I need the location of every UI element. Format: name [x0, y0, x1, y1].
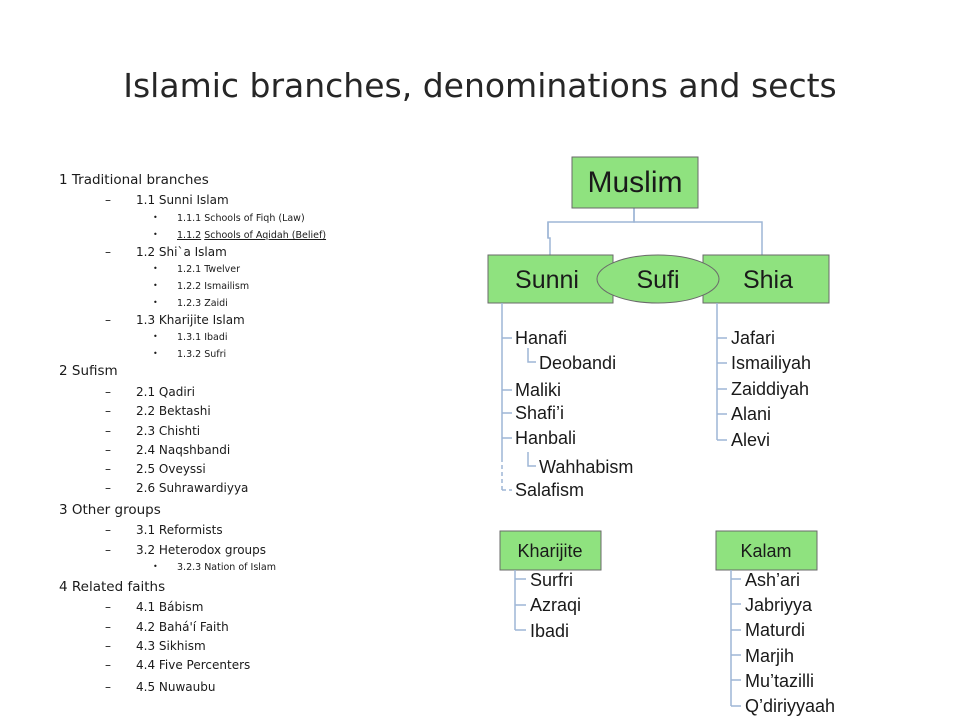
outline-subitem-label: 1.2.3 Zaidi — [177, 298, 228, 309]
root-connectors — [547, 208, 763, 255]
kalam-items: Ash’ari Jabriyya Maturdi Marjih Mu’tazil… — [745, 570, 835, 716]
sunni-subitem: Wahhabism — [539, 457, 633, 477]
shia-item: Jafari — [731, 328, 775, 348]
outline-subitem-label: 1.2.1 Twelver — [177, 264, 241, 275]
kalam-item: Marjih — [745, 646, 794, 666]
sunni-item: Shafi’i — [515, 403, 564, 423]
outline-item: –1.3 Kharijite Islam — [105, 313, 245, 327]
outline-subitem-label: 1.3.2 Sufri — [177, 349, 227, 360]
shia-item: Alani — [731, 404, 771, 424]
kharijite-items: Surfri Azraqi Ibadi — [530, 570, 581, 641]
outline-item: –4.3 Sikhism — [105, 639, 206, 653]
shia-connectors — [716, 303, 727, 441]
outline-item: –1.2 Shi`a Islam — [105, 245, 227, 259]
kalam-item: Ash’ari — [745, 570, 800, 590]
outline-item-label: 4.3 Sikhism — [136, 639, 206, 653]
slide-title: Islamic branches, denominations and sect… — [123, 66, 837, 105]
sunni-item: Salafism — [515, 480, 584, 500]
outline-subitem-label: 1.1.1 Schools of Fiqh (Law) — [177, 213, 305, 224]
outline-item-label: 1.1 Sunni Islam — [136, 193, 229, 207]
muslim-label: Muslim — [588, 166, 683, 199]
outline-subitem-number[interactable]: 1.1.2 — [177, 230, 202, 241]
outline-item-label: 2.2 Bektashi — [136, 404, 211, 418]
outline-item: –2.4 Naqshbandi — [105, 443, 231, 457]
shia-item: Ismailiyah — [731, 353, 811, 373]
outline-section-2: 2 Sufism — [59, 363, 118, 379]
kalam-label: Kalam — [740, 541, 791, 561]
outline-item-label: 2.6 Suhrawardiyya — [136, 481, 249, 495]
connector-root-sunni — [547, 208, 635, 255]
outline-subitem: •1.2.1 Twelver — [153, 264, 241, 275]
outline-subitem: •1.2.2 Ismailism — [153, 281, 250, 292]
outline-subitem: •1.3.1 Ibadi — [153, 332, 228, 343]
outline-subitem[interactable]: •1.1.2 Schools of Aqidah (Belief) — [153, 230, 327, 241]
outline-item: –1.1 Sunni Islam — [105, 193, 229, 207]
outline-item-label: 2.1 Qadiri — [136, 385, 195, 399]
outline-item: –3.1 Reformists — [105, 523, 223, 537]
outline-item-label: 3.2 Heterodox groups — [136, 543, 267, 557]
outline-item: –2.5 Oveyssi — [105, 462, 206, 476]
sufi-label: Sufi — [636, 266, 679, 294]
outline-section-4: 4 Related faiths — [59, 579, 166, 595]
shia-items: Jafari Ismailiyah Zaiddiyah Alani Alevi — [731, 328, 811, 450]
outline-item-label: 4.5 Nuwaubu — [136, 680, 216, 694]
kharijite-label: Kharijite — [517, 541, 582, 561]
kharijite-item: Surfri — [530, 570, 573, 590]
kalam-item: Maturdi — [745, 620, 805, 640]
kalam-item: Jabriyya — [745, 595, 813, 615]
muslim-box — [571, 156, 699, 209]
shia-label: Shia — [743, 266, 793, 294]
outline-item-label: 4.4 Five Percenters — [136, 658, 251, 672]
kharijite-item: Ibadi — [530, 621, 569, 641]
shia-item: Zaiddiyah — [731, 379, 809, 399]
kalam-item: Q’diriyyaah — [745, 696, 835, 716]
connector-root-shia — [633, 208, 763, 255]
outline-item: –3.2 Heterodox groups — [105, 543, 267, 557]
outline-section-3: 3 Other groups — [59, 502, 161, 518]
sunni-item: Hanbali — [515, 428, 576, 448]
outline-item-label: 4.2 Bahá'í Faith — [136, 620, 229, 634]
kalam-item: Mu’tazilli — [745, 671, 814, 691]
kalam-connectors — [730, 570, 741, 707]
outline-item-label: 1.2 Shi`a Islam — [136, 245, 227, 259]
outline-item: –2.6 Suhrawardiyya — [105, 481, 249, 495]
outline-item: –4.5 Nuwaubu — [105, 680, 216, 694]
outline-subitem-label[interactable]: Schools of Aqidah (Belief) — [204, 230, 327, 241]
kharijite-box — [499, 530, 602, 571]
outline-item: –2.3 Chishti — [105, 424, 201, 438]
outline-item-label: 2.4 Naqshbandi — [136, 443, 231, 457]
outline-item: –4.4 Five Percenters — [105, 658, 251, 672]
outline-subitem: •1.2.3 Zaidi — [153, 298, 228, 309]
sunni-connectors — [501, 303, 536, 491]
outline-item: –4.1 Bábism — [105, 600, 204, 614]
outline-item-label: 2.3 Chishti — [136, 424, 201, 438]
shia-item: Alevi — [731, 430, 770, 450]
outline-subitem-label: 1.3.1 Ibadi — [177, 332, 228, 343]
kharijite-item: Azraqi — [530, 595, 581, 615]
sufi-ellipse — [596, 254, 720, 304]
sunni-item: Hanafi — [515, 328, 567, 348]
outline-subitem: •1.3.2 Sufri — [153, 349, 227, 360]
sunni-item: Maliki — [515, 380, 561, 400]
outline-item-label: 2.5 Oveyssi — [136, 462, 206, 476]
outline-item: –2.1 Qadiri — [105, 385, 195, 399]
outline-item: –2.2 Bektashi — [105, 404, 211, 418]
outline-item-label: 3.1 Reformists — [136, 523, 223, 537]
outline-item: –4.2 Bahá'í Faith — [105, 620, 229, 634]
sunni-label: Sunni — [515, 266, 579, 294]
kharijite-connectors — [514, 570, 526, 631]
outline-subitem-label: 1.2.2 Ismailism — [177, 281, 250, 292]
outline-section-1: 1 Traditional branches — [59, 172, 209, 188]
outline-subitem: •3.2.3 Nation of Islam — [153, 562, 276, 573]
outline-subitem: •1.1.1 Schools of Fiqh (Law) — [153, 213, 305, 224]
sunni-items: Hanafi Deobandi Maliki Shafi’i Hanbali W… — [515, 328, 633, 500]
kalam-box — [715, 530, 818, 571]
outline-item-label: 1.3 Kharijite Islam — [136, 313, 245, 327]
outline-subitem-label: 3.2.3 Nation of Islam — [177, 562, 276, 573]
outline-item-label: 4.1 Bábism — [136, 600, 204, 614]
outline-list: 1 Traditional branches –1.1 Sunni Islam … — [0, 0, 470, 720]
sunni-subitem: Deobandi — [539, 353, 616, 373]
